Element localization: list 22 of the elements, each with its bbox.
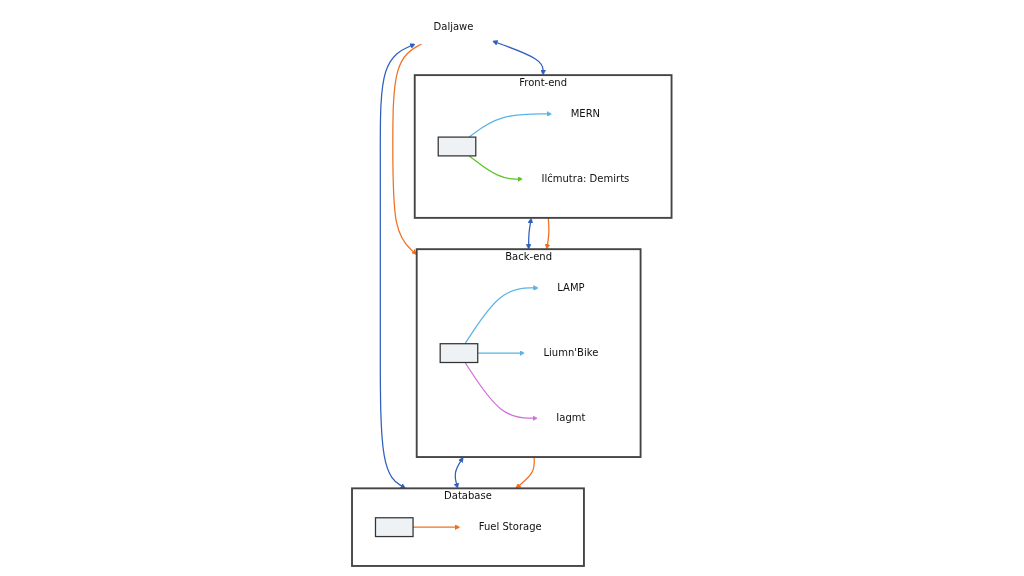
arrow (379, 43, 416, 489)
arrow (464, 361, 538, 421)
arrow (477, 350, 526, 356)
node-text: Liumn'Bike (543, 346, 599, 359)
arrow (392, 43, 423, 255)
node-box (375, 517, 414, 538)
arrow (492, 40, 547, 76)
arrow (468, 111, 553, 138)
arrow (545, 217, 551, 250)
node-text: Ilĉmutra: Demirts (541, 172, 630, 185)
node-text: Daljawe (433, 20, 474, 33)
arrow (453, 457, 464, 489)
node-box (437, 136, 477, 157)
arrow (464, 285, 539, 345)
node-box (439, 343, 479, 364)
node-text: Iagmt (556, 411, 586, 424)
arrow (515, 456, 536, 489)
arrow (468, 155, 524, 182)
node-text: Fuel Storage (479, 520, 542, 533)
arrow (526, 217, 534, 250)
node-text: MERN (570, 107, 601, 120)
node-text: LAMP (557, 281, 585, 294)
